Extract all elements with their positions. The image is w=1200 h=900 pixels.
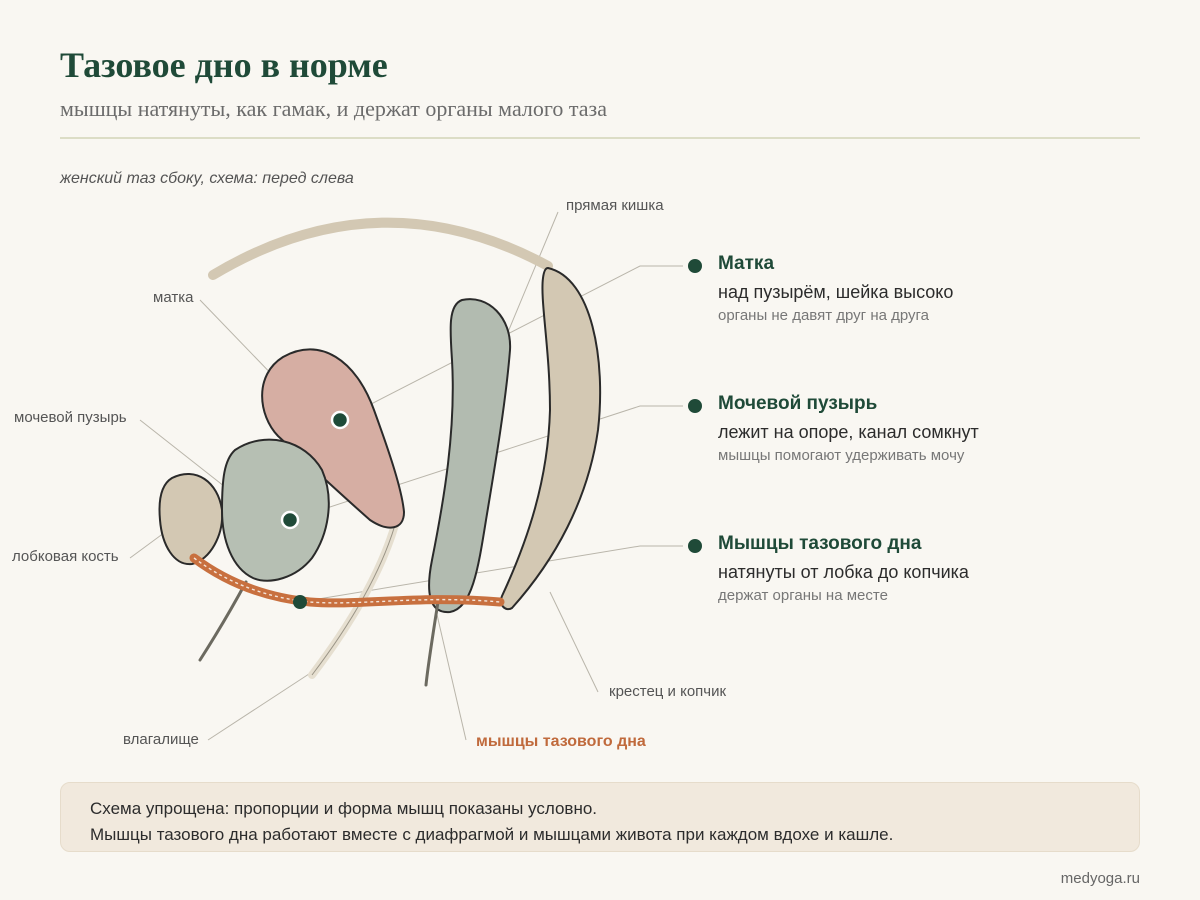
- info-dot-uterus: [688, 259, 702, 273]
- info-title: Матка: [718, 253, 775, 274]
- diagram-caption: женский таз сбоку, схема: перед слева: [60, 170, 354, 187]
- iliac-crest-shape: [208, 217, 553, 280]
- info-title: Мышцы тазового дна: [718, 533, 922, 554]
- uterus-shape: [261, 348, 406, 529]
- leader-pelvic-floor: [434, 605, 467, 741]
- sacrum-coccyx-shape: [500, 266, 602, 611]
- note-line-2: Мышцы тазового дна работают вместе с диа…: [90, 825, 894, 844]
- label-bladder: мочевой пузырь: [14, 409, 127, 426]
- info-dot-muscles: [688, 539, 702, 553]
- info-dot-bladder: [688, 399, 702, 413]
- leader-vagina: [207, 671, 313, 741]
- info-subtext: держат органы на месте: [718, 587, 888, 604]
- info-block-bladder: Мочевой пузырь лежит на опоре, канал сом…: [718, 392, 979, 466]
- info-subtext: мышцы помогают удерживать мочу: [718, 447, 965, 464]
- info-text: над пузырём, шейка высоко: [718, 282, 954, 302]
- leader-rectum: [507, 211, 559, 333]
- bladder-marker: [280, 510, 300, 530]
- label-uterus: матка: [153, 289, 194, 306]
- pelvic-floor-fibers: [193, 557, 501, 604]
- info-text: лежит на опоре, канал сомкнут: [718, 422, 979, 442]
- anal-canal-shape: [424, 600, 440, 687]
- bladder-shape: [220, 438, 330, 582]
- urethra-shape: [198, 580, 248, 662]
- leader-info-uterus: [339, 265, 683, 421]
- note-line-1: Схема упрощена: пропорции и форма мышц п…: [90, 799, 598, 818]
- leader-info-muscles: [299, 545, 683, 603]
- info-block-muscles: Мышцы тазового дна натянуты от лобка до …: [718, 532, 969, 606]
- info-title: Мочевой пузырь: [718, 393, 878, 414]
- rectum-shape: [428, 298, 512, 614]
- pubic-bone-shape: [158, 473, 224, 566]
- info-subtext: органы не давят друг на друга: [718, 307, 930, 324]
- uterus-marker: [330, 410, 350, 430]
- label-vagina: влагалище: [123, 731, 199, 748]
- label-pelvic-floor: мышцы тазового дна: [476, 733, 646, 750]
- note-box: Схема упрощена: пропорции и форма мышц п…: [60, 782, 1140, 852]
- label-pubic-bone: лобковая кость: [12, 548, 119, 565]
- leader-info-bladder: [289, 405, 683, 521]
- page-subtitle: мышцы натянуты, как гамак, и держат орга…: [60, 96, 607, 121]
- label-rectum: прямая кишка: [566, 197, 664, 214]
- page-title: Тазовое дно в норме: [60, 45, 388, 85]
- label-sacrum-coccyx: крестец и копчик: [609, 683, 727, 700]
- header-divider: [60, 137, 1140, 139]
- info-text: натянуты от лобка до копчика: [718, 562, 969, 582]
- footer-source: medyoga.ru: [1060, 870, 1140, 887]
- info-block-uterus: Матка над пузырём, шейка высоко органы н…: [718, 252, 953, 326]
- muscle-marker: [293, 595, 307, 609]
- leader-sacrum: [549, 591, 599, 693]
